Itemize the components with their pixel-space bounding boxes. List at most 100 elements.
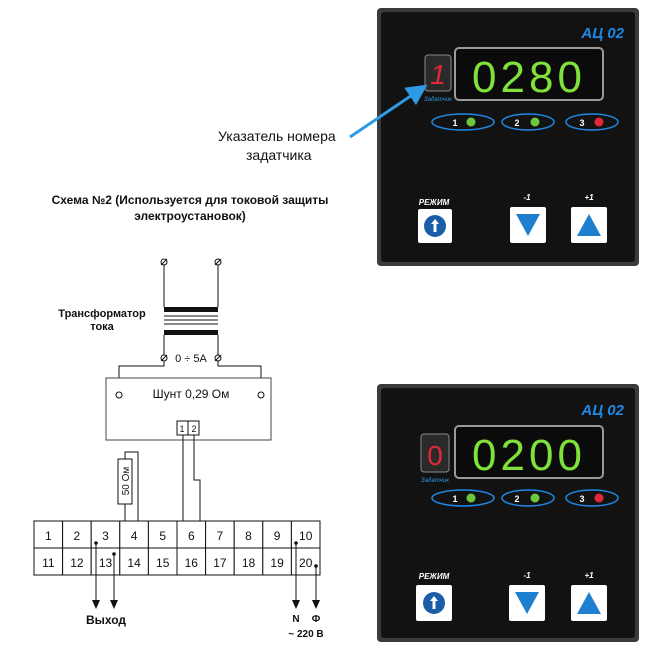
current-transformer [160,258,222,362]
minus-button-label: -1 [523,193,531,202]
terminal-cell: 4 [119,520,149,549]
main-display [454,425,604,479]
schema-title-line1: Схема №2 (Используется для токовой защит… [52,193,329,207]
plus-button-label: +1 [584,193,594,202]
terminal-number: 7 [217,529,224,543]
neutral-label: N [292,614,299,625]
pointer-label-line1: Указатель номера [218,128,336,144]
led-label-2: 2 [514,118,519,128]
shunt-label: Шунт 0,29 Ом [153,387,230,401]
led-row: 1 2 3 [431,489,619,507]
shunt-terminal-1: 1 [179,424,184,434]
transformer-rating: 0 ÷ 5A [175,353,207,365]
terminal-cell: 14 [119,547,149,576]
led-row: 1 2 3 [431,113,619,131]
terminal-cell: 10 [290,520,321,549]
led-3-icon [594,493,604,503]
main-display [454,47,604,101]
device-model-label: АЦ 02 [580,25,624,42]
pointer-arrow-icon [349,84,428,139]
plus-button[interactable] [571,207,607,243]
led-1-icon [466,117,476,127]
minus-button[interactable] [509,585,545,621]
terminal-cell: 11 [33,547,64,576]
terminal-cell: 18 [233,547,264,576]
terminal-number: 9 [274,529,281,543]
terminal-number: 4 [131,529,138,543]
terminal-cell: 17 [205,547,235,576]
shunt [105,377,272,441]
terminal-number: 1 [45,529,52,543]
triangle-down-icon [516,214,540,236]
terminal-cell: 8 [233,520,264,549]
terminal-cell: 5 [147,520,178,549]
minus-button-label: -1 [523,571,531,580]
terminal-number: 15 [156,556,170,570]
terminal-number: 8 [245,529,252,543]
main-display-value: 0280 [472,53,586,102]
schema-title-line2: электроустановок) [134,209,246,223]
terminal-cell: 6 [176,520,207,549]
led-2-icon [530,117,540,127]
triangle-up-icon [577,592,601,614]
led-label-1: 1 [452,118,457,128]
setpoint-indicator-digit: 1 [430,59,446,90]
setpoint-caption: Задатчик [421,478,450,484]
led-label-3: 3 [579,118,584,128]
led-2-icon [530,493,540,503]
triangle-up-icon [577,214,601,236]
terminal-number: 20 [299,556,313,570]
device-panel-2: АЦ 02 0 Задатчик 0200 1 2 3 РЕЖИМ -1 [377,384,639,642]
terminal-number: 5 [159,529,166,543]
setpoint-indicator-frame [420,433,450,473]
phase-label: Ф [312,614,321,625]
transformer-label-line2: тока [90,321,114,333]
minus-button[interactable] [510,207,546,243]
setpoint-indicator-digit: 0 [427,440,443,471]
terminal-cell: 7 [205,520,235,549]
pointer-label-line2: задатчика [246,147,312,163]
terminal-cell: 12 [62,547,92,576]
resistor-label: 50 Ом [121,467,132,496]
terminal-number: 12 [70,556,84,570]
led-label-3: 3 [579,494,584,504]
terminal-number: 2 [74,529,81,543]
terminal-number: 16 [185,556,199,570]
terminal-cell: 13 [90,547,121,576]
terminal-cell: 9 [262,520,292,549]
plus-button[interactable] [571,585,607,621]
shunt-terminal-2: 2 [191,424,196,434]
led-label-1: 1 [452,494,457,504]
triangle-down-icon [515,592,539,614]
setpoint-indicator-frame [424,54,452,92]
device-panel-1: АЦ 02 1 Задатчик 0280 1 2 3 РЕЖИМ -1 [377,8,639,266]
led-label-2: 2 [514,494,519,504]
device-model-label: АЦ 02 [580,402,624,419]
mode-button-label: РЕЖИМ [419,572,450,581]
setpoint-caption: Задатчик [424,97,453,103]
terminal-number: 18 [242,556,256,570]
terminal-cell: 1 [33,520,64,549]
mode-button[interactable] [418,209,452,243]
output-label: Выход [86,613,126,627]
supply-label: ~ 220 В [288,629,323,640]
terminal-number: 11 [42,556,55,570]
main-display-value: 0200 [472,431,586,480]
plus-button-label: +1 [584,571,594,580]
terminal-number: 14 [127,556,141,570]
terminal-cell: 19 [262,547,292,576]
led-3-icon [594,117,604,127]
terminal-number: 10 [299,529,313,543]
terminal-number: 19 [270,556,284,570]
terminal-number: 3 [102,529,109,543]
transformer-label-line1: Трансформатор [58,308,146,320]
terminal-number: 17 [213,556,227,570]
mode-button[interactable] [416,585,452,621]
led-1-icon [466,493,476,503]
terminal-cell: 2 [62,520,92,549]
terminal-cell: 16 [176,547,207,576]
mode-button-label: РЕЖИМ [419,198,450,207]
terminal-number: 13 [99,556,113,570]
